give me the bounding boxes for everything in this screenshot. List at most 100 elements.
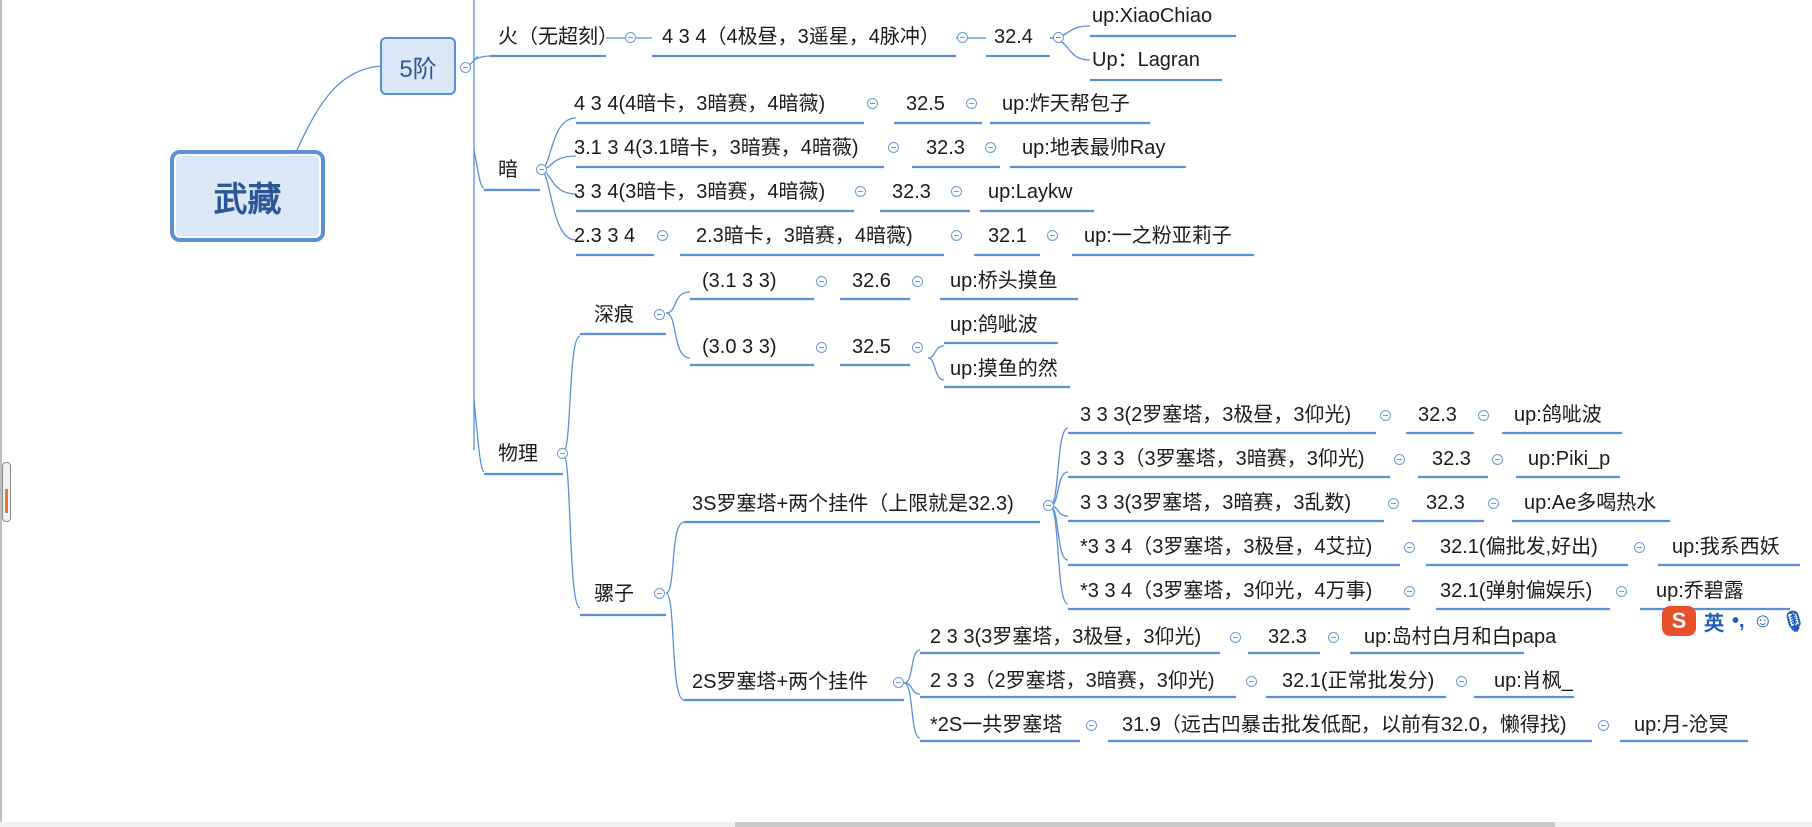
microphone-icon[interactable]: 🎙 [1780,610,1807,633]
ime-punctuation-toggle[interactable]: •, [1732,609,1745,632]
group-3s-row-1-score[interactable]: 32.3 [1418,404,1457,426]
deep-row-1-score[interactable]: 32.6 [852,270,891,292]
fire-combo-collapse-icon[interactable] [957,32,968,43]
deep-row-2-score[interactable]: 32.5 [852,336,891,358]
tier-collapse-icon[interactable] [460,62,471,73]
deep-row-1-combo[interactable]: (3.1 3 3) [702,270,777,292]
fire-score-collapse-icon[interactable] [1053,32,1064,43]
group-2s-row-2-collapse-icon[interactable] [1246,676,1257,687]
dark-row-3-collapse-icon[interactable] [855,186,866,197]
group-2s-row-3-collapse-icon[interactable] [1086,720,1097,731]
dark-row-2-collapse-icon[interactable] [888,142,899,153]
horizontal-scrollbar-thumb[interactable] [735,822,1555,827]
group-3s-row-5-score-collapse-icon[interactable] [1616,586,1627,597]
group-2s-row-3-score-collapse-icon[interactable] [1598,720,1609,731]
ime-logo-icon[interactable]: S [1662,606,1696,636]
group-2s-label[interactable]: 2S罗塞塔+两个挂件 [692,671,869,693]
group-3s-row-3-score[interactable]: 32.3 [1426,492,1465,514]
dark-row-3-combo[interactable]: 3 3 4(3暗卡，3暗赛，4暗薇) [574,181,826,203]
fire-combo[interactable]: 4 3 4（4极昼，3遥星，4脉冲） [662,26,940,48]
group-2s-row-3-score[interactable]: 31.9（远古凹暴击批发低配，以前有32.0，懒得找) [1122,714,1567,736]
fire-branch-label[interactable]: 火（无超刻） [498,26,618,48]
dark-row-4-detail[interactable]: 2.3暗卡，3暗赛，4暗薇) [696,225,913,247]
group-3s-row-4-score[interactable]: 32.1(偏批发,好出) [1440,536,1598,558]
deep-row-1-uploader[interactable]: up:桥头摸鱼 [950,270,1058,292]
deep-row-2-score-collapse-icon[interactable] [912,342,923,353]
group-2s-row-1-score[interactable]: 32.3 [1268,626,1307,648]
dark-row-4-collapse-icon[interactable] [657,230,668,241]
dark-row-1-score-collapse-icon[interactable] [966,98,977,109]
root-node[interactable]: 武藏 [170,150,325,242]
ime-toolbar[interactable]: S 英 •, ☺ 🎙 [1662,604,1812,638]
mule-label[interactable]: 骡子 [594,583,634,605]
group-2s-row-2-uploader[interactable]: up:肖枫_ [1494,670,1573,692]
group-2s-row-1-score-collapse-icon[interactable] [1328,632,1339,643]
group-3s-row-2-uploader[interactable]: up:Piki_p [1528,448,1611,470]
dark-branch-label[interactable]: 暗 [498,159,518,181]
fire-score[interactable]: 32.4 [994,26,1033,48]
tier-node[interactable]: 5阶 [380,37,456,95]
group-3s-row-1-score-collapse-icon[interactable] [1478,410,1489,421]
group-3s-row-3-score-collapse-icon[interactable] [1488,498,1499,509]
group-3s-row-1-collapse-icon[interactable] [1380,410,1391,421]
dark-row-3-score-collapse-icon[interactable] [951,186,962,197]
fire-uploader-2[interactable]: Up：Lagran [1092,49,1200,71]
deep-row-1-score-collapse-icon[interactable] [912,276,923,287]
dark-collapse-icon[interactable] [536,164,547,175]
group-2s-collapse-icon[interactable] [893,677,904,688]
group-2s-row-1-uploader[interactable]: up:岛村白月和白papa [1364,626,1557,648]
dark-row-2-score[interactable]: 32.3 [926,137,965,159]
group-3s-row-3-uploader[interactable]: up:Ae多喝热水 [1524,492,1657,514]
group-3s-row-2-combo[interactable]: 3 3 3（3罗塞塔，3暗赛，3仰光) [1080,448,1365,470]
vertical-scroll-handle[interactable] [2,462,11,522]
group-3s-row-1-uploader[interactable]: up:鸽呲波 [1514,404,1602,426]
deep-row-2-collapse-icon[interactable] [816,342,827,353]
group-2s-row-3-uploader[interactable]: up:月-沧冥 [1634,714,1729,736]
physical-branch-label[interactable]: 物理 [498,443,538,465]
group-3s-row-4-uploader[interactable]: up:我系西妖 [1672,536,1780,558]
dark-row-4-detail-collapse-icon[interactable] [951,230,962,241]
group-3s-row-5-combo[interactable]: *3 3 4（3罗塞塔，3仰光，4万事) [1080,580,1373,602]
emoji-icon[interactable]: ☺ [1752,609,1773,632]
group-2s-row-2-score[interactable]: 32.1(正常批发分) [1282,670,1435,692]
group-3s-row-5-score[interactable]: 32.1(弹射偏娱乐) [1440,580,1593,602]
fire-uploader-1[interactable]: up:XiaoChiao [1092,5,1213,27]
deep-label[interactable]: 深痕 [594,304,634,326]
physical-collapse-icon[interactable] [557,448,568,459]
group-3s-row-4-score-collapse-icon[interactable] [1634,542,1645,553]
dark-row-4-score[interactable]: 32.1 [988,225,1027,247]
mule-collapse-icon[interactable] [654,588,665,599]
group-3s-row-4-collapse-icon[interactable] [1404,542,1415,553]
group-3s-row-2-score-collapse-icon[interactable] [1492,454,1503,465]
dark-row-2-score-collapse-icon[interactable] [985,142,996,153]
dark-row-4-uploader[interactable]: up:一之粉亚莉子 [1084,225,1232,247]
group-3s-label[interactable]: 3S罗塞塔+两个挂件（上限就是32.3) [692,493,1014,515]
dark-row-4-score-collapse-icon[interactable] [1047,230,1058,241]
dark-row-3-uploader[interactable]: up:Laykw [988,181,1073,203]
group-3s-row-5-collapse-icon[interactable] [1404,586,1415,597]
dark-row-2-uploader[interactable]: up:地表最帅Ray [1022,137,1166,159]
group-3s-row-1-combo[interactable]: 3 3 3(2罗塞塔，3极昼，3仰光) [1080,404,1352,426]
dark-row-1-combo[interactable]: 4 3 4(4暗卡，3暗赛，4暗薇) [574,93,826,115]
fire-collapse-icon[interactable] [625,32,636,43]
group-3s-row-2-score[interactable]: 32.3 [1432,448,1471,470]
group-3s-collapse-icon[interactable] [1043,500,1054,511]
dark-row-1-uploader[interactable]: up:炸天帮包子 [1002,93,1130,115]
group-3s-row-4-combo[interactable]: *3 3 4（3罗塞塔，3极昼，4艾拉) [1080,536,1373,558]
deep-row-1-collapse-icon[interactable] [816,276,827,287]
group-3s-row-5-uploader[interactable]: up:乔碧露 [1656,580,1744,602]
ime-language-toggle[interactable]: 英 [1704,612,1724,635]
dark-row-2-combo[interactable]: 3.1 3 4(3.1暗卡，3暗赛，4暗薇) [574,137,859,159]
dark-row-1-collapse-icon[interactable] [867,98,878,109]
deep-row-2-uploader-2[interactable]: up:摸鱼的然 [950,358,1058,380]
group-2s-row-2-score-collapse-icon[interactable] [1456,676,1467,687]
deep-collapse-icon[interactable] [654,309,665,320]
group-2s-row-3-combo[interactable]: *2S一共罗塞塔 [930,714,1063,736]
dark-row-4-combo[interactable]: 2.3 3 4 [574,225,636,247]
dark-row-3-score[interactable]: 32.3 [892,181,931,203]
dark-row-1-score[interactable]: 32.5 [906,93,945,115]
deep-row-2-uploader-1[interactable]: up:鸽呲波 [950,314,1038,336]
group-3s-row-3-combo[interactable]: 3 3 3(3罗塞塔，3暗赛，3乱数) [1080,492,1352,514]
group-2s-row-1-combo[interactable]: 2 3 3(3罗塞塔，3极昼，3仰光) [930,626,1202,648]
group-3s-row-3-collapse-icon[interactable] [1388,498,1399,509]
